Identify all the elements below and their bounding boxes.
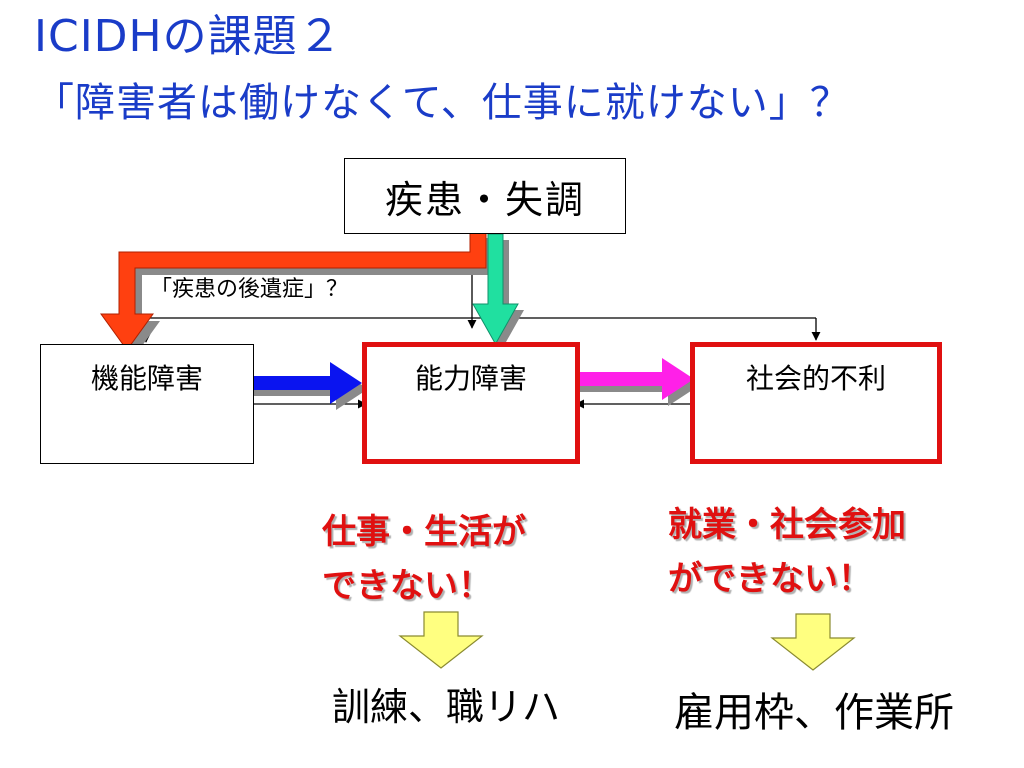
title-line-1: ICIDHの課題２ xyxy=(34,11,343,62)
orange-arrow xyxy=(100,230,493,357)
disease-label: 疾患・失調 xyxy=(384,177,585,222)
yellow-down-arrow-left xyxy=(398,611,484,669)
title-line-2: 「障害者は働けなくて、仕事に就けない」？ xyxy=(34,80,851,126)
disability-outcome: 訓練、職リハ xyxy=(332,685,561,729)
impairment-label: 機能障害 xyxy=(90,362,203,395)
sequela-label: 「疾患の後遺症」？ xyxy=(150,277,349,302)
handicap-note-line-2: ができない！ xyxy=(668,559,872,599)
disability-note-line-1: 仕事・生活が xyxy=(322,512,526,552)
disability-note-line-2: できない！ xyxy=(322,566,492,606)
handicap-outcome: 雇用枠、作業所 xyxy=(674,690,954,736)
impairment-node: 機能障害 xyxy=(40,344,254,464)
disability-label: 能力障害 xyxy=(414,362,527,395)
handicap-label: 社会的不利 xyxy=(745,362,886,395)
handicap-note-line-1: 就業・社会参加 xyxy=(668,505,906,545)
green-arrow xyxy=(472,233,524,350)
handicap-node: 社会的不利 xyxy=(690,342,942,464)
magenta-arrow xyxy=(562,358,700,406)
yellow-down-arrow-right xyxy=(770,613,856,671)
disability-node: 能力障害 xyxy=(362,342,580,464)
disability-note: 仕事・生活が できない！ xyxy=(322,505,526,613)
handicap-note: 就業・社会参加 ができない！ xyxy=(668,498,906,606)
blue-arrow xyxy=(242,362,368,410)
disease-node: 疾患・失調 xyxy=(344,158,626,234)
